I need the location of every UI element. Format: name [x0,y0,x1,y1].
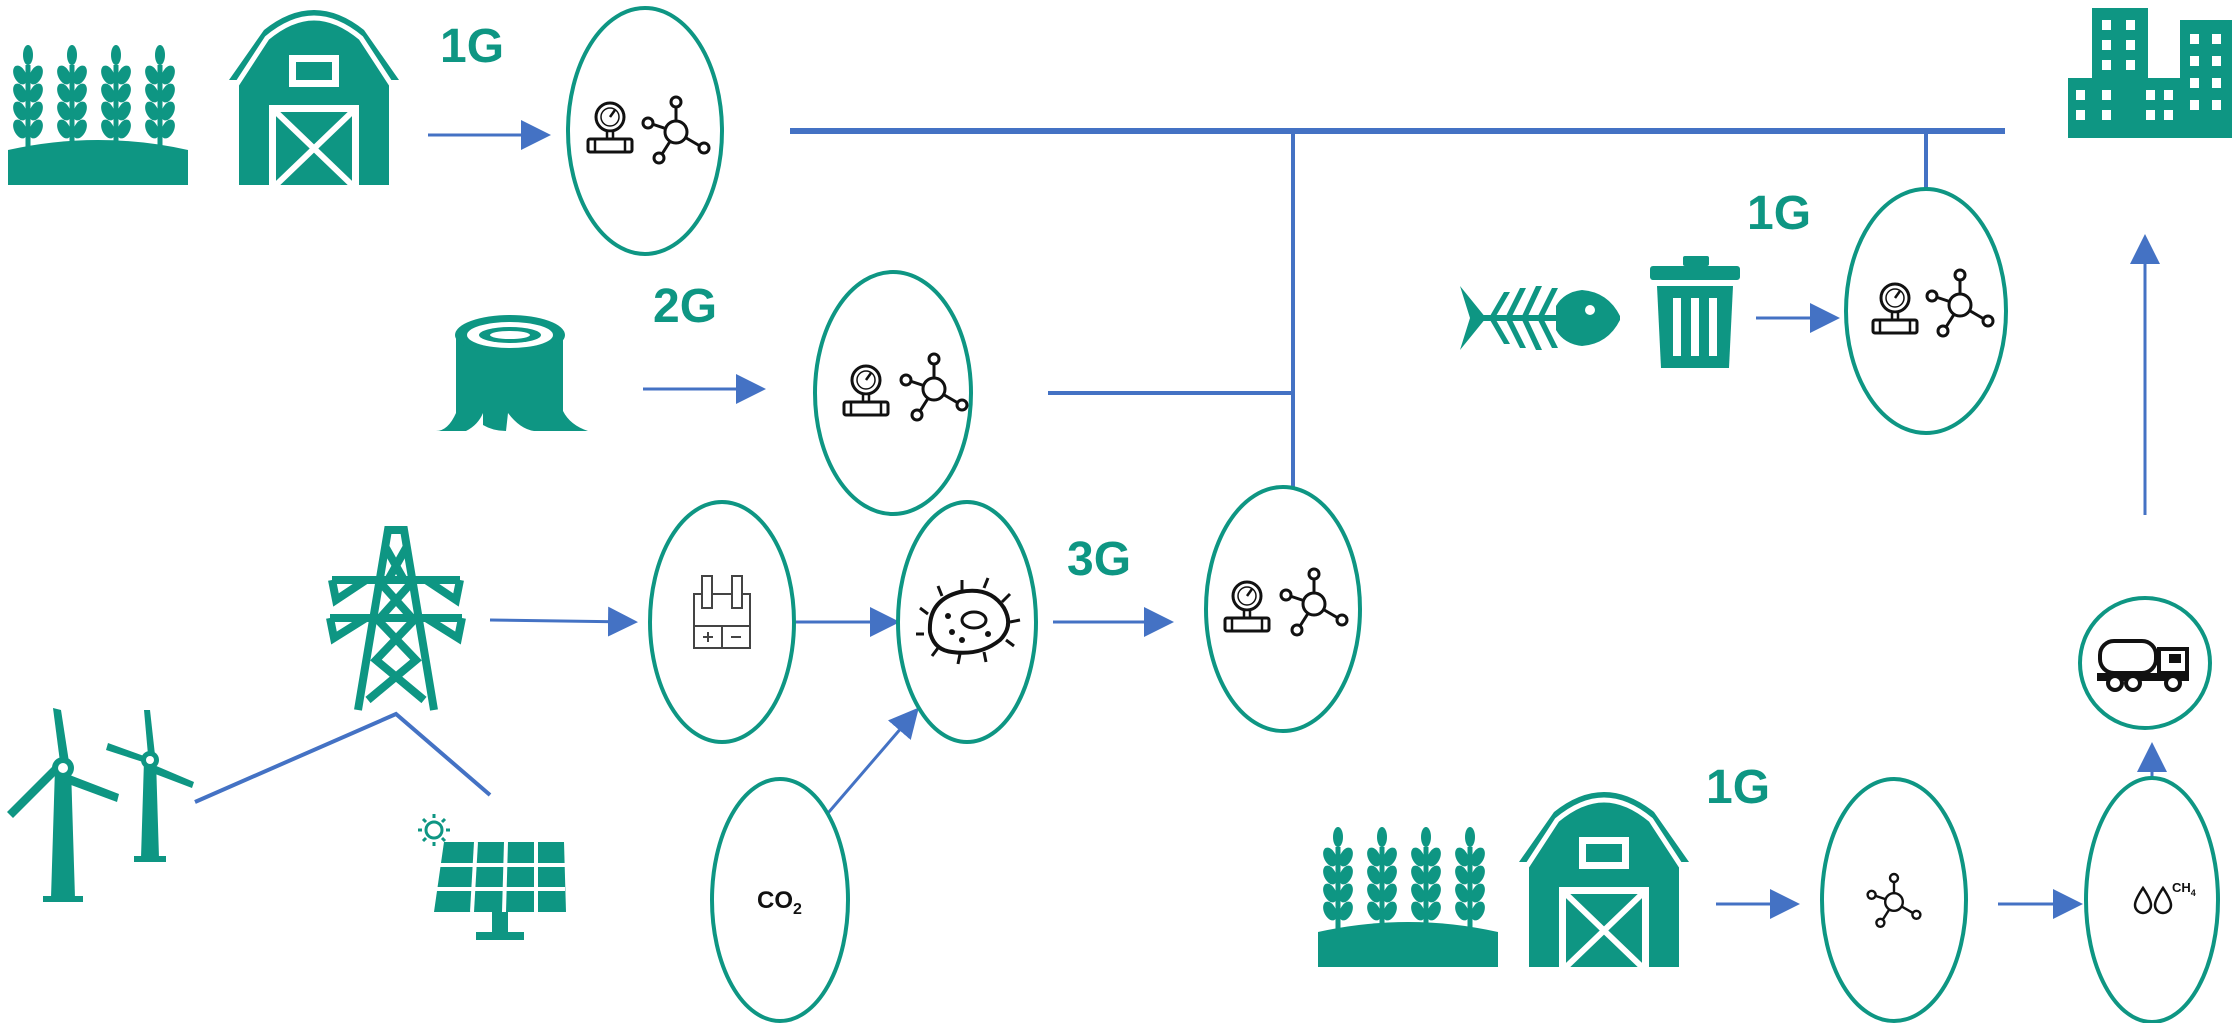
water-drops-icon [2133,885,2173,915]
truck-transport-node [2078,596,2212,730]
process-2g-node [813,270,973,516]
label-2g: 2G [653,280,717,333]
wheat-crop-icon [8,45,188,185]
generation-labels: 1G 2G 3G 1G 1G [440,20,1811,814]
wind-turbine-icon [7,708,194,902]
connector-lines [194,128,2005,804]
power-pylon-icon [326,526,466,711]
ch4-label: CH4 [2172,880,2196,898]
label-1g-top: 1G [440,20,504,73]
process-1g-waste-node [1844,187,2008,435]
microbial-conversion-node [896,500,1038,744]
electrolyzer-node [648,500,796,744]
wheat-crop-icon [1318,827,1498,967]
process-1g-top-node [566,6,724,256]
city-buildings-icon [2068,8,2232,138]
grid-connection-line [194,711,492,804]
flow-arrows [428,120,2167,919]
arrow-grid-to-electrolyzer [489,606,638,637]
process-3g-node [1204,485,1362,733]
tree-stump-icon [436,315,588,431]
microorganism-icon [916,577,1021,665]
label-1g-waste: 1G [1747,187,1811,240]
label-1g-bottom: 1G [1706,761,1770,814]
barn-icon [229,10,399,185]
electrolyzer-icon [693,575,751,649]
co2-label: CO2 [757,887,802,918]
tanker-truck-icon [2097,639,2189,692]
solar-panel-icon [418,814,566,940]
methane-node: CH4 [2084,776,2220,1023]
process-1g-bottom-node [1820,777,1968,1023]
label-3g: 3G [1067,533,1131,586]
barn-icon [1519,792,1689,967]
fish-bone-icon [1460,286,1620,350]
trash-bin-icon [1650,256,1740,368]
co2-source-node: CO2 [710,777,850,1023]
